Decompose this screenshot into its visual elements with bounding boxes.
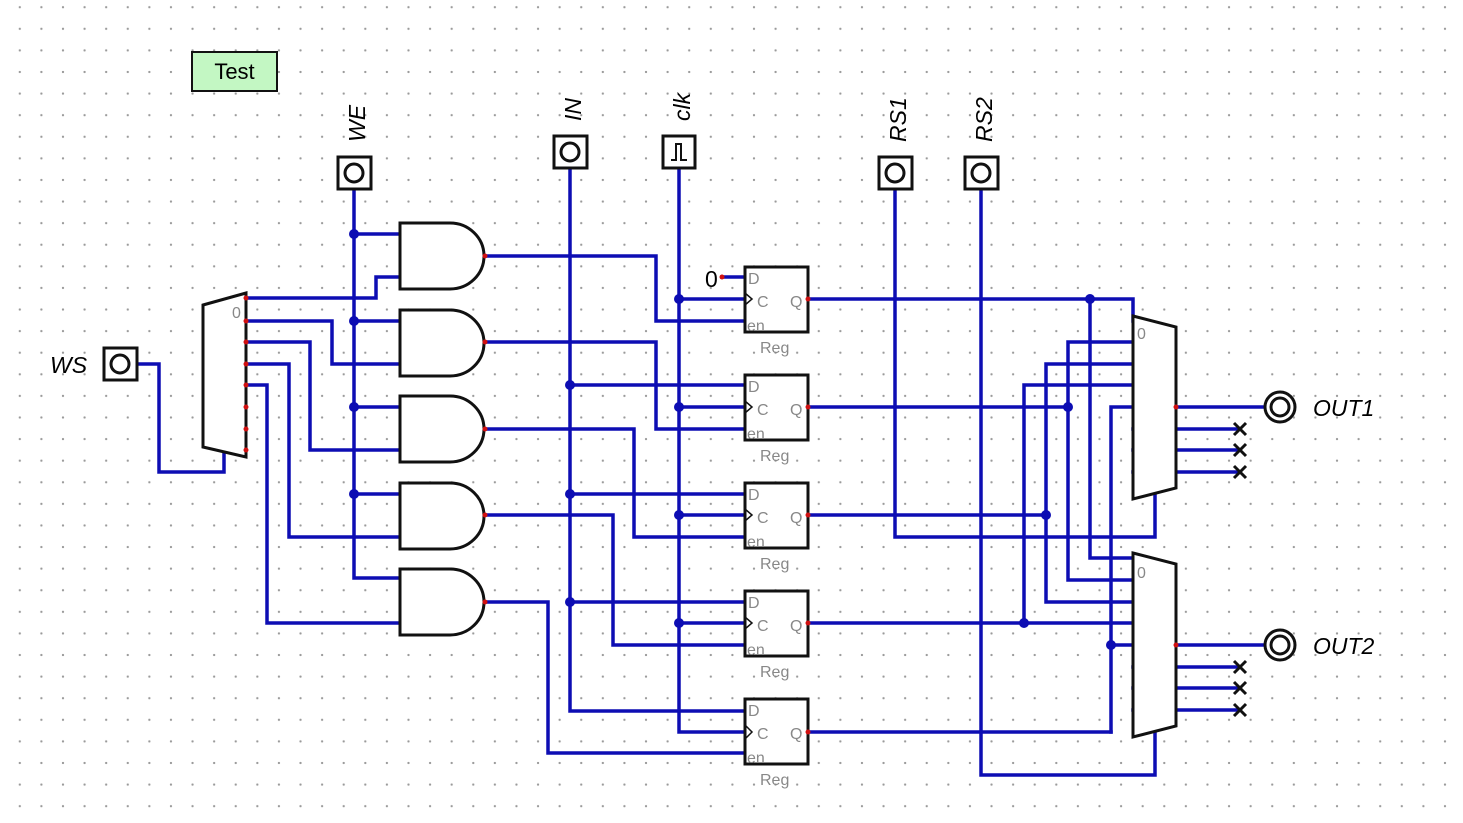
register-1: D C Q en Reg (743, 373, 811, 465)
register-label: Reg (760, 448, 789, 465)
test-button[interactable]: Test (191, 51, 278, 92)
pin-rs1[interactable] (877, 155, 914, 191)
svg-text:0: 0 (1137, 565, 1146, 582)
svg-text:en: en (747, 750, 765, 767)
unconnected-markers (1232, 421, 1248, 718)
mux-1: 0 (1131, 314, 1179, 501)
register-label: Reg (760, 664, 789, 681)
decoder-zero-label: 0 (232, 305, 241, 322)
svg-text:en: en (747, 426, 765, 443)
clock-input[interactable] (661, 134, 697, 170)
junctions (349, 229, 1116, 650)
svg-text:Q: Q (790, 402, 802, 419)
svg-text:C: C (757, 726, 769, 743)
pin-in[interactable] (552, 134, 589, 170)
out2-label: OUT2 (1313, 633, 1375, 659)
rs1-label: RS1 (885, 97, 911, 142)
and-gate-2 (398, 394, 488, 464)
and-gate-4 (398, 567, 488, 637)
svg-text:D: D (748, 703, 760, 720)
we-label: WE (344, 104, 370, 142)
register-label: Reg (760, 556, 789, 573)
svg-text:D: D (748, 595, 760, 612)
ws-label: WS (50, 352, 88, 378)
svg-text:D: D (748, 487, 760, 504)
svg-text:D: D (748, 271, 760, 288)
register-label: Reg (760, 340, 789, 357)
rs2-label: RS2 (971, 97, 997, 142)
svg-text:Q: Q (790, 726, 802, 743)
constant-zero: 0 (705, 266, 718, 292)
pin-out2 (1263, 628, 1297, 662)
pin-ws[interactable] (102, 346, 139, 382)
svg-text:Q: Q (790, 294, 802, 311)
clk-label: clk (669, 92, 695, 121)
and-gate-1 (398, 308, 488, 378)
svg-text:Q: Q (790, 510, 802, 527)
svg-text:en: en (747, 318, 765, 335)
svg-text:en: en (747, 642, 765, 659)
register-4: D C Q en Reg (743, 697, 811, 789)
svg-text:Q: Q (790, 618, 802, 635)
svg-text:C: C (757, 510, 769, 527)
pin-we[interactable] (336, 155, 373, 191)
register-0: D C Q en Reg (743, 265, 811, 357)
wires (136, 168, 1267, 777)
register-2: D C Q en Reg (743, 481, 811, 573)
register-label: Reg (760, 772, 789, 789)
in-label: IN (560, 98, 586, 121)
svg-text:C: C (757, 618, 769, 635)
svg-text:C: C (757, 402, 769, 419)
svg-text:D: D (748, 379, 760, 396)
svg-text:0: 0 (1137, 326, 1146, 343)
and-gate-0 (398, 221, 488, 291)
and-gate-3 (398, 481, 488, 551)
svg-text:en: en (747, 534, 765, 551)
decoder: 0 (201, 291, 249, 459)
pin-rs2[interactable] (963, 155, 1000, 191)
out1-label: OUT1 (1313, 395, 1375, 421)
mux-2: 0 (1131, 551, 1179, 739)
pin-out1 (1263, 390, 1297, 424)
register-3: D C Q en Reg (743, 589, 811, 681)
svg-text:C: C (757, 294, 769, 311)
